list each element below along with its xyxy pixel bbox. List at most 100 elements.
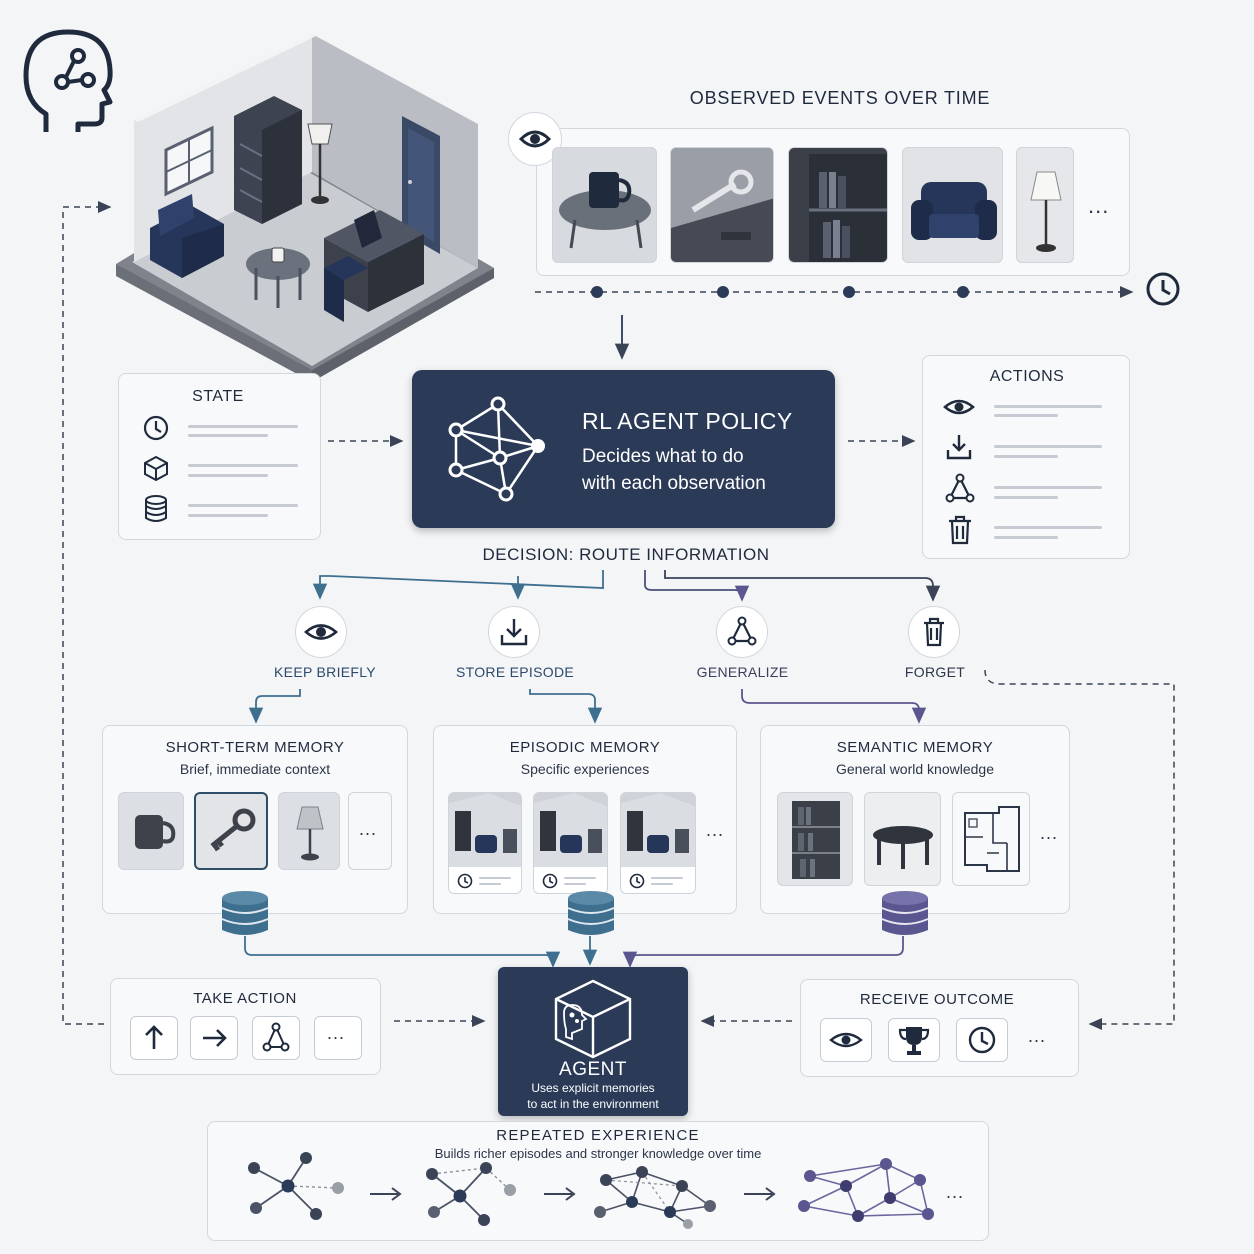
episode-card[interactable] <box>533 792 608 894</box>
policy-title: RL AGENT POLICY <box>582 408 793 434</box>
repeated-subtitle: Builds richer episodes and stronger know… <box>434 1146 762 1161</box>
graph-icon <box>727 616 757 646</box>
actions-line <box>994 526 1102 529</box>
semantic-item-bookshelf[interactable] <box>777 792 853 886</box>
network-graph-icon <box>448 396 545 502</box>
event-thumb-key-drawer[interactable] <box>670 147 774 263</box>
store-episode-circle[interactable] <box>488 606 540 658</box>
actions-title: ACTIONS <box>989 368 1065 385</box>
repeated-more: ... <box>946 1182 965 1202</box>
semantic-more: ... <box>1040 823 1059 843</box>
keep-briefly-label: KEEP BRIEFLY <box>274 664 376 680</box>
trophy-icon <box>898 1027 930 1055</box>
more-actions-button[interactable]: ... <box>314 1016 362 1060</box>
environment-room-illustration <box>116 34 494 382</box>
state-line <box>188 514 268 517</box>
eye-icon <box>304 624 338 640</box>
actions-line <box>994 496 1058 499</box>
take-action-more: ... <box>327 1023 346 1043</box>
episode-line <box>479 877 511 879</box>
episode-card[interactable] <box>620 792 696 894</box>
agent-line1: Uses explicit memories <box>531 1081 655 1095</box>
episode-line <box>479 883 501 885</box>
short-term-item-mug[interactable] <box>118 792 184 870</box>
graph-icon <box>262 1022 290 1052</box>
move-right-button[interactable] <box>190 1016 238 1060</box>
short-term-item-key[interactable] <box>194 792 268 870</box>
observation-outcome-button[interactable] <box>820 1018 872 1062</box>
table-icon <box>873 826 933 869</box>
semantic-item-table[interactable] <box>864 792 941 886</box>
move-up-button[interactable] <box>130 1016 178 1060</box>
short-term-item-lamp[interactable] <box>278 792 340 870</box>
reward-outcome-button[interactable] <box>888 1018 940 1062</box>
state-line <box>188 504 298 507</box>
actions-line <box>994 455 1058 458</box>
short-term-title: SHORT-TERM MEMORY <box>165 739 345 756</box>
eye-icon <box>829 1032 863 1048</box>
episodic-title: EPISODIC MEMORY <box>509 739 661 756</box>
episode-line <box>651 877 683 879</box>
actions-line <box>994 536 1058 539</box>
repeated-title: REPEATED EXPERIENCE <box>496 1127 700 1144</box>
database-icon <box>145 495 167 522</box>
outcome-title: RECEIVE OUTCOME <box>859 991 1015 1008</box>
floorplan-icon <box>964 806 1020 872</box>
short-term-more-box[interactable]: ... <box>348 792 392 870</box>
agent-line2: to act in the environment <box>527 1097 659 1111</box>
time-outcome-button[interactable] <box>956 1018 1008 1062</box>
episodic-subtitle: Specific experiences <box>520 761 650 777</box>
event-thumb-lamp[interactable] <box>1016 147 1074 263</box>
semantic-item-floorplan[interactable] <box>952 792 1030 886</box>
actions-line <box>994 414 1058 417</box>
generalize-circle[interactable] <box>716 606 768 658</box>
arrow-right-icon <box>203 1029 227 1047</box>
lamp-icon <box>296 806 324 861</box>
event-thumb-armchair[interactable] <box>902 147 1003 263</box>
cube-icon <box>144 455 168 482</box>
event-thumb-bookshelf[interactable] <box>788 147 888 263</box>
key-drawer-icon <box>671 148 773 262</box>
keep-briefly-circle[interactable] <box>295 606 347 658</box>
key-icon <box>210 808 256 852</box>
room-episode-icon <box>449 793 521 867</box>
state-line <box>188 425 298 428</box>
graph-action-button[interactable] <box>252 1016 300 1060</box>
eye-icon <box>518 130 552 148</box>
episode-card[interactable] <box>448 792 522 894</box>
table-mug-icon <box>559 172 651 249</box>
arrow-up-icon <box>145 1025 163 1049</box>
room-episode-icon <box>621 793 695 867</box>
state-line <box>188 464 298 467</box>
trash-icon <box>924 617 944 647</box>
armchair-icon <box>911 182 997 240</box>
semantic-title: SEMANTIC MEMORY <box>836 739 994 756</box>
download-icon <box>500 619 528 646</box>
bookshelf-icon <box>809 154 887 262</box>
event-thumb-mug-table[interactable] <box>552 147 657 263</box>
state-line <box>188 474 268 477</box>
agent-cube-icon <box>554 979 632 1059</box>
policy-line1: Decides what to do <box>582 446 744 467</box>
brain-network-icon <box>23 29 113 132</box>
database-icon <box>221 891 269 935</box>
semantic-subtitle: General world knowledge <box>836 761 994 777</box>
short-term-subtitle: Brief, immediate context <box>179 761 331 777</box>
policy-line2: with each observation <box>582 473 766 494</box>
store-episode-label: STORE EPISODE <box>455 664 574 680</box>
episode-line <box>651 883 673 885</box>
take-action-title: TAKE ACTION <box>193 990 297 1007</box>
state-title: STATE <box>192 388 244 405</box>
database-icon <box>881 891 929 935</box>
download-icon <box>946 435 972 460</box>
bookshelf-icon <box>792 801 840 879</box>
clock-icon <box>1146 272 1180 306</box>
outcome-more: ... <box>1028 1026 1047 1046</box>
actions-line <box>994 486 1102 489</box>
forget-circle[interactable] <box>908 606 960 658</box>
clock-icon <box>968 1026 996 1054</box>
graph-icon <box>945 473 975 503</box>
forget-label: FORGET <box>904 664 966 680</box>
rl-agent-policy-box: RL AGENT POLICY Decides what to do with … <box>412 370 835 528</box>
